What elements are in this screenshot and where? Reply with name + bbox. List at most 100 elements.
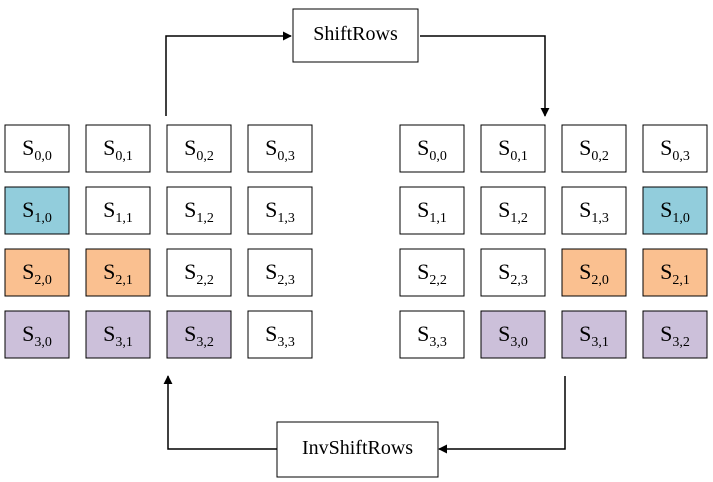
cell-box [561,248,627,297]
cell-box [561,310,627,359]
right-grid-cell-3-2: S3,1 [561,310,627,359]
shift-rows-arrow-out [420,35,550,117]
cell-subscript: 1,3 [591,211,609,226]
cell-subscript: 3,2 [196,335,214,350]
cell-label: S0,3 [265,135,295,164]
cell-subscript: 0,1 [510,149,528,164]
cell-subscript: 1,1 [429,211,447,226]
cell-symbol: S [184,259,196,284]
right-grid-cell-1-3: S1,0 [642,186,708,235]
inv-shift-rows-label: InvShiftRows [302,437,413,459]
right-grid-cell-1-2: S1,3 [561,186,627,235]
cell-subscript: 0,2 [196,149,214,164]
cell-symbol: S [660,321,672,346]
cell-box [480,248,546,297]
cell-box [480,310,546,359]
cell-subscript: 1,3 [277,211,295,226]
cell-symbol: S [579,259,591,284]
left-grid-cell-2-1: S2,1 [85,248,151,297]
cell-box [166,248,232,297]
cell-label: S3,3 [417,321,447,350]
cell-label: S2,2 [417,259,447,288]
cell-box [399,124,465,173]
right-grid-cell-2-2: S2,0 [561,248,627,297]
cell-box [4,310,70,359]
cell-subscript: 0,3 [672,149,690,164]
cell-symbol: S [103,135,115,160]
cell-symbol: S [184,321,196,346]
cell-box [642,310,708,359]
cell-symbol: S [265,321,277,346]
cell-symbol: S [660,197,672,222]
cell-box [480,186,546,235]
right-grid-cell-1-0: S1,1 [399,186,465,235]
cell-label: S3,2 [660,321,690,350]
cell-box [399,248,465,297]
cell-label: S1,0 [660,197,690,226]
cell-subscript: 2,1 [115,273,133,288]
cell-label: S0,0 [417,135,447,164]
cell-symbol: S [417,259,429,284]
left-grid-cell-3-1: S3,1 [85,310,151,359]
cell-box [247,248,313,297]
right-grid-cell-0-1: S0,1 [480,124,546,173]
cell-label: S2,1 [660,259,690,288]
cell-subscript: 2,2 [196,273,214,288]
cell-label: S2,3 [498,259,528,288]
cell-label: S1,1 [103,197,133,226]
cell-label: S1,3 [579,197,609,226]
cell-subscript: 1,0 [672,211,690,226]
cell-box [561,186,627,235]
cell-label: S2,1 [103,259,133,288]
cell-label: S3,0 [498,321,528,350]
cell-box [4,248,70,297]
cell-label: S0,2 [579,135,609,164]
cell-symbol: S [103,259,115,284]
cell-subscript: 3,2 [672,335,690,350]
cell-box [85,124,151,173]
right-grid-cell-2-0: S2,2 [399,248,465,297]
right-grid-cell-1-1: S1,2 [480,186,546,235]
inv-shift-rows-box: InvShiftRows [276,421,439,478]
cell-subscript: 3,0 [510,335,528,350]
cell-symbol: S [498,321,510,346]
cell-label: S3,2 [184,321,214,350]
cell-symbol: S [22,197,34,222]
right-grid-cell-2-3: S2,1 [642,248,708,297]
right-grid-cell-2-1: S2,3 [480,248,546,297]
left-grid-cell-0-1: S0,1 [85,124,151,173]
cell-subscript: 3,3 [277,335,295,350]
cell-box [4,186,70,235]
cell-label: S3,0 [22,321,52,350]
cell-box [85,310,151,359]
left-grid-cell-0-0: S0,0 [4,124,70,173]
cell-symbol: S [184,135,196,160]
cell-symbol: S [103,321,115,346]
left-grid-cell-2-0: S2,0 [4,248,70,297]
left-grid-cell-1-0: S1,0 [4,186,70,235]
cell-box [166,310,232,359]
left-grid-cell-1-1: S1,1 [85,186,151,235]
cell-subscript: 1,2 [510,211,528,226]
cell-symbol: S [22,259,34,284]
cell-symbol: S [103,197,115,222]
cell-symbol: S [184,197,196,222]
cell-subscript: 3,3 [429,335,447,350]
cell-label: S1,0 [22,197,52,226]
cell-symbol: S [265,259,277,284]
cell-symbol: S [417,135,429,160]
cell-label: S2,0 [579,259,609,288]
cell-symbol: S [579,135,591,160]
cell-subscript: 3,1 [115,335,133,350]
left-grid-cell-1-2: S1,2 [166,186,232,235]
cell-subscript: 0,2 [591,149,609,164]
right-grid-cell-3-3: S3,2 [642,310,708,359]
cell-subscript: 1,1 [115,211,133,226]
cell-box [4,124,70,173]
cell-box [247,124,313,173]
right-grid-cell-3-1: S3,0 [480,310,546,359]
cell-symbol: S [22,135,34,160]
cell-symbol: S [579,321,591,346]
cell-symbol: S [498,197,510,222]
